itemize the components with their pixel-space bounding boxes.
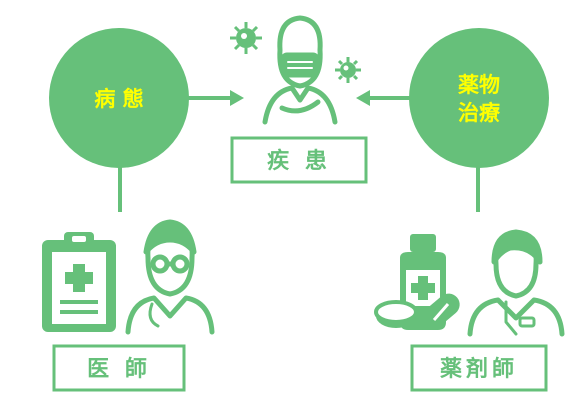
clipboard-icon bbox=[42, 232, 116, 332]
arrow-therapy-to-patient bbox=[356, 90, 410, 106]
pharmacist-label: 薬剤師 bbox=[440, 356, 518, 382]
virus-icon bbox=[335, 57, 361, 83]
arrow-condition-to-patient bbox=[188, 90, 244, 106]
pharmacist-icon bbox=[467, 229, 565, 337]
patient-node: 疾 患 bbox=[230, 136, 368, 184]
virus-icon bbox=[230, 22, 262, 54]
condition-node: 病 態 bbox=[49, 28, 189, 168]
doctor-icon bbox=[125, 219, 215, 335]
pills-icon bbox=[374, 293, 460, 329]
doctor-node: 医 師 bbox=[52, 344, 186, 392]
drug-therapy-label-line1: 薬物 bbox=[458, 73, 500, 97]
masked-patient-icon bbox=[262, 15, 338, 125]
pharmacist-node: 薬剤師 bbox=[410, 344, 548, 392]
connectors bbox=[118, 165, 480, 212]
drug-therapy-node: 薬物 治療 bbox=[409, 28, 549, 168]
drug-therapy-label-line2: 治療 bbox=[458, 101, 501, 125]
doctor-label: 医 師 bbox=[87, 356, 151, 382]
patient-label: 疾 患 bbox=[267, 148, 331, 174]
condition-label: 病 態 bbox=[94, 87, 143, 111]
